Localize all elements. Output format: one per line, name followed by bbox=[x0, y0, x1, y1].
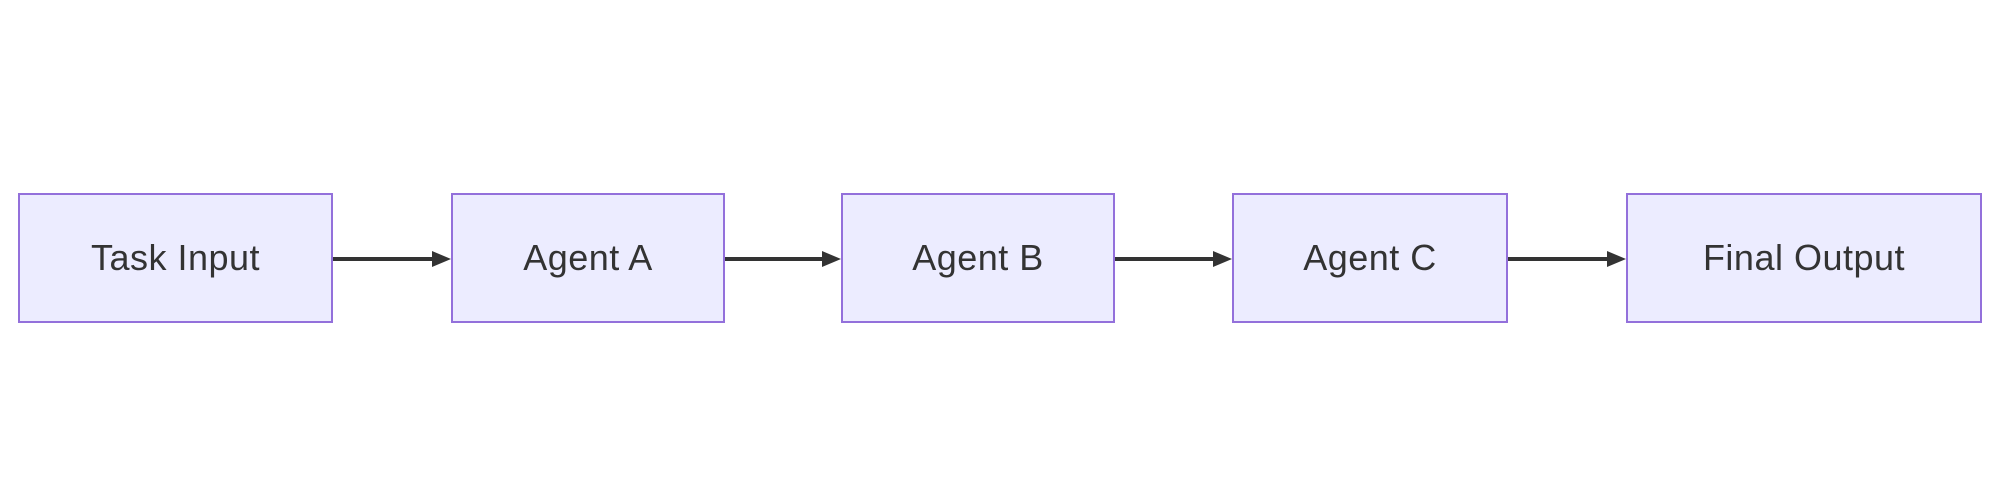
node-agent-b: Agent B bbox=[841, 193, 1115, 323]
edge-agent-c-to-final-output bbox=[1508, 250, 1626, 267]
node-final-output: Final Output bbox=[1626, 193, 1982, 323]
edge-line bbox=[1115, 256, 1214, 261]
edge-agent-b-to-agent-c bbox=[1115, 250, 1232, 267]
node-agent-a: Agent A bbox=[451, 193, 725, 323]
edge-agent-a-to-agent-b bbox=[725, 250, 841, 267]
edge-task-input-to-agent-a bbox=[333, 250, 451, 267]
arrowhead-icon bbox=[1213, 250, 1232, 267]
node-final-output-label: Final Output bbox=[1702, 237, 1906, 278]
node-task-input: Task Input bbox=[18, 193, 333, 323]
edge-line bbox=[725, 256, 823, 261]
node-agent-b-label: Agent B bbox=[912, 237, 1044, 278]
node-agent-a-label: Agent A bbox=[523, 237, 653, 278]
arrowhead-icon bbox=[1607, 250, 1626, 267]
edge-line bbox=[1508, 256, 1608, 261]
node-agent-c: Agent C bbox=[1232, 193, 1508, 323]
node-task-input-label: Task Input bbox=[90, 237, 261, 278]
edge-line bbox=[333, 256, 433, 261]
arrowhead-icon bbox=[822, 250, 841, 267]
arrowhead-icon bbox=[432, 250, 451, 267]
node-agent-c-label: Agent C bbox=[1303, 237, 1437, 278]
